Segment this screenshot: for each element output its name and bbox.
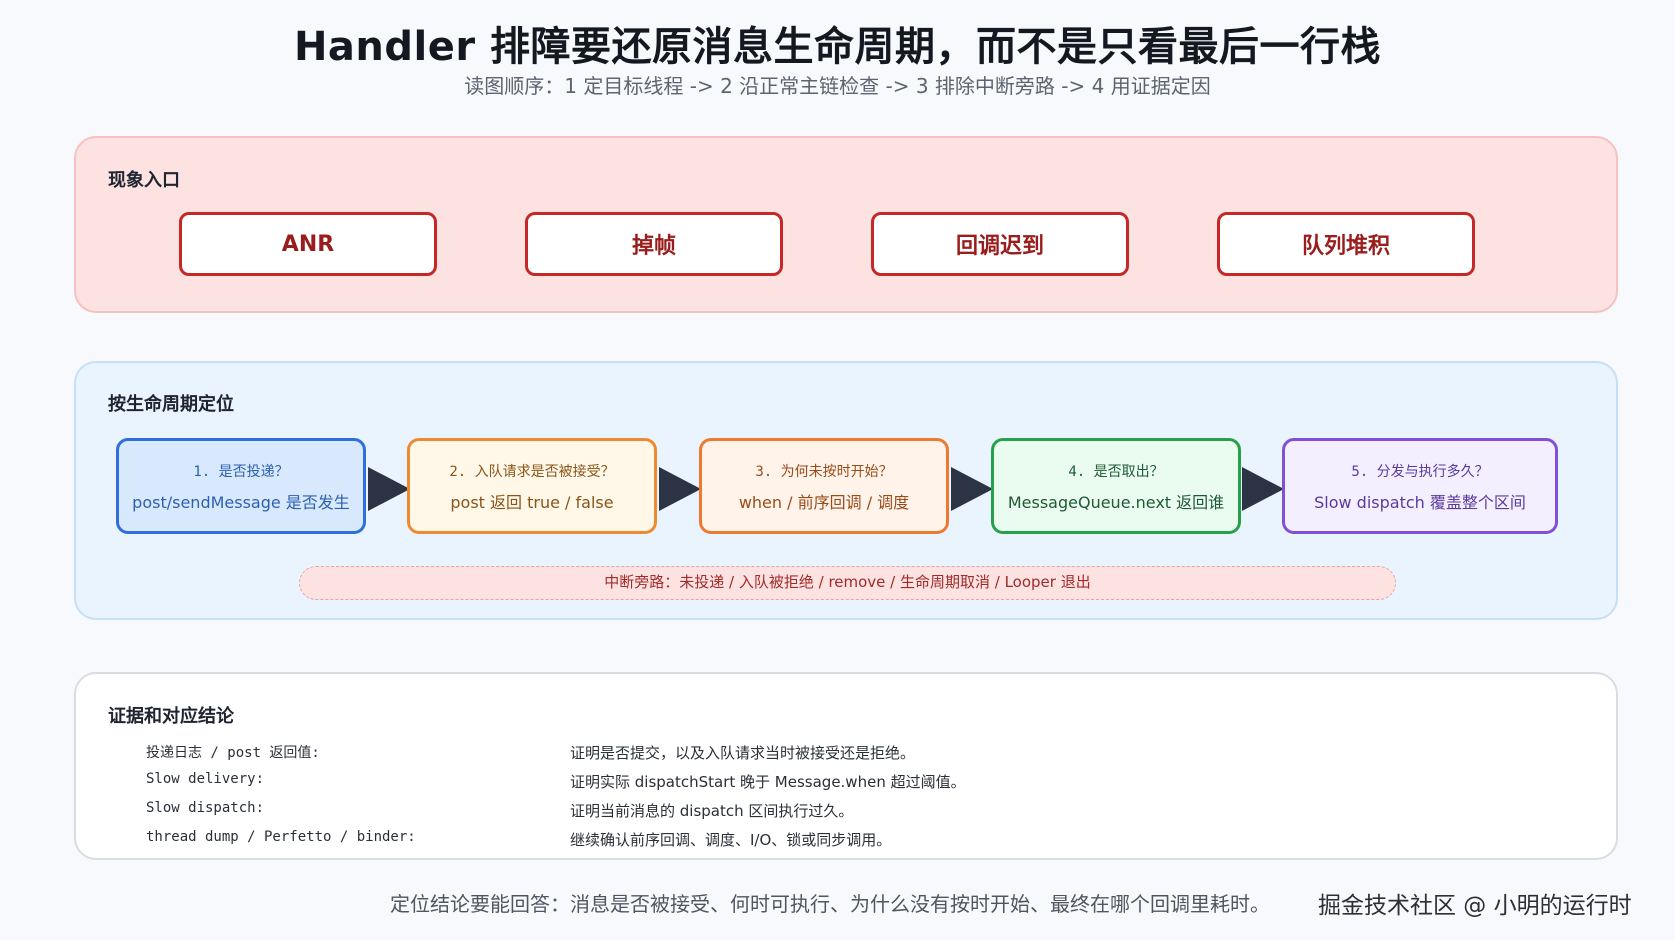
footer-note: 定位结论要能回答：消息是否被接受、何时可执行、为什么没有按时开始、最终在哪个回调… xyxy=(390,892,1270,916)
lifecycle-step-2: 2. 入队请求是否被接受？ post 返回 true / false xyxy=(407,438,657,534)
evidence-row: Slow delivery: 证明实际 dispatchStart 晚于 Mes… xyxy=(146,771,1596,798)
lifecycle-step-1: 1. 是否投递？ post/sendMessage 是否发生 xyxy=(116,438,366,534)
step-question: 2. 入队请求是否被接受？ xyxy=(449,464,615,480)
evidence-panel: 证据和对应结论 投递日志 / post 返回值: 证明是否提交，以及入队请求当时… xyxy=(74,672,1618,860)
evidence-row: 投递日志 / post 返回值: 证明是否提交，以及入队请求当时被接受还是拒绝。 xyxy=(146,742,1596,769)
lifecycle-panel: 按生命周期定位 1. 是否投递？ post/sendMessage 是否发生 2… xyxy=(74,361,1618,620)
flow-arrow-icon xyxy=(659,467,701,511)
step-question: 1. 是否投递？ xyxy=(193,464,289,480)
lifecycle-heading: 按生命周期定位 xyxy=(108,394,234,415)
symptom-frame-drop: 掉帧 xyxy=(525,212,783,276)
step-detail: post 返回 true / false xyxy=(450,493,614,512)
evidence-value: 证明是否提交，以及入队请求当时被接受还是拒绝。 xyxy=(570,744,916,762)
symptoms-heading: 现象入口 xyxy=(108,170,180,191)
evidence-key: Slow dispatch: xyxy=(146,800,265,816)
page-subtitle: 读图顺序：1 定目标线程 -> 2 沿正常主链检查 -> 3 排除中断旁路 ->… xyxy=(464,74,1211,98)
step-detail: Slow dispatch 覆盖整个区间 xyxy=(1314,493,1526,512)
evidence-key: 投递日志 / post 返回值: xyxy=(146,745,320,761)
lifecycle-step-4: 4. 是否取出？ MessageQueue.next 返回谁 xyxy=(991,438,1241,534)
evidence-heading: 证据和对应结论 xyxy=(108,706,234,727)
symptoms-panel: 现象入口 ANR 掉帧 回调迟到 队列堆积 xyxy=(74,136,1618,313)
step-detail: MessageQueue.next 返回谁 xyxy=(1007,493,1225,512)
symptom-queue-backlog: 队列堆积 xyxy=(1217,212,1475,276)
evidence-value: 证明实际 dispatchStart 晚于 Message.when 超过阈值。 xyxy=(570,773,966,791)
evidence-key: Slow delivery: xyxy=(146,771,265,787)
step-question: 3. 为何未按时开始？ xyxy=(755,464,893,480)
evidence-row: thread dump / Perfetto / binder: 继续确认前序回… xyxy=(146,829,1596,856)
evidence-key: thread dump / Perfetto / binder: xyxy=(146,829,416,845)
symptom-late-callback: 回调迟到 xyxy=(871,212,1129,276)
evidence-value: 继续确认前序回调、调度、I/O、锁或同步调用。 xyxy=(570,831,892,849)
step-question: 4. 是否取出？ xyxy=(1068,464,1164,480)
lifecycle-step-5: 5. 分发与执行多久？ Slow dispatch 覆盖整个区间 xyxy=(1282,438,1558,534)
lifecycle-step-3: 3. 为何未按时开始？ when / 前序回调 / 调度 xyxy=(699,438,949,534)
page-title: Handler 排障要还原消息生命周期，而不是只看最后一行栈 xyxy=(293,24,1382,70)
evidence-row: Slow dispatch: 证明当前消息的 dispatch 区间执行过久。 xyxy=(146,800,1596,827)
evidence-value: 证明当前消息的 dispatch 区间执行过久。 xyxy=(570,802,854,820)
flow-arrow-icon xyxy=(368,467,410,511)
flow-arrow-icon xyxy=(951,467,993,511)
bypass-note: 中断旁路：未投递 / 入队被拒绝 / remove / 生命周期取消 / Loo… xyxy=(299,566,1396,600)
step-detail: when / 前序回调 / 调度 xyxy=(738,493,910,512)
symptom-anr: ANR xyxy=(179,212,437,276)
flow-arrow-icon xyxy=(1242,467,1284,511)
step-detail: post/sendMessage 是否发生 xyxy=(132,493,350,512)
step-question: 5. 分发与执行多久？ xyxy=(1351,464,1489,480)
watermark: 掘金技术社区 @ 小明的运行时 xyxy=(1318,893,1632,919)
